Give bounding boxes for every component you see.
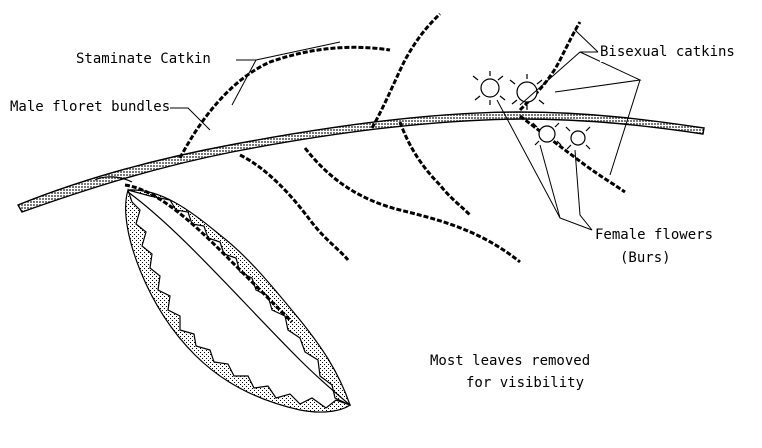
- bur-icon: [473, 71, 505, 105]
- note-line-2: for visibility: [466, 374, 584, 393]
- label-female-flowers: Female flowers: [595, 226, 713, 245]
- label-staminate-catkin: Staminate Catkin: [76, 50, 211, 69]
- label-bisexual-catkins: Bisexual catkins: [600, 43, 735, 62]
- bur-icon: [533, 123, 561, 145]
- bur-icon: [566, 127, 590, 149]
- burs: [473, 71, 590, 149]
- label-male-floret-bundles: Male floret bundles: [10, 98, 170, 117]
- leaf: [126, 190, 350, 412]
- note-line-1: Most leaves removed: [430, 352, 590, 371]
- label-burs: (Burs): [620, 249, 671, 268]
